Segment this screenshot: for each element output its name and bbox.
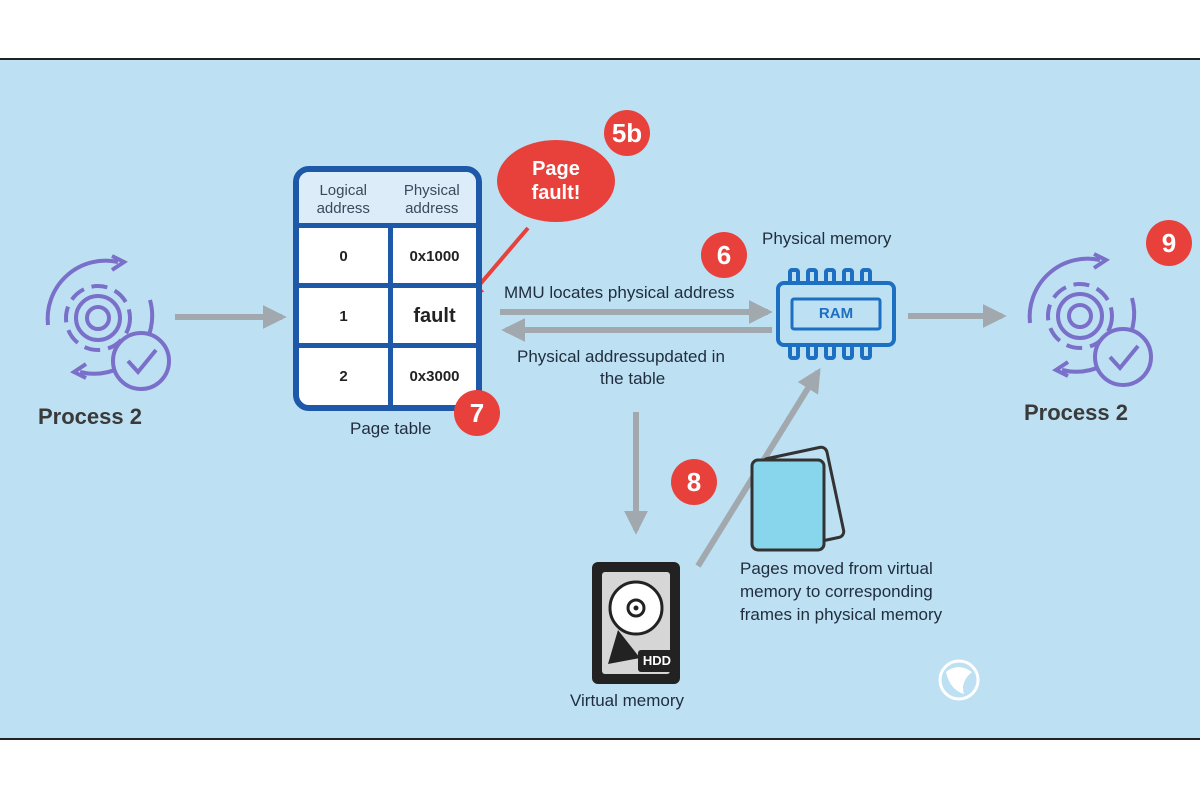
table-row: 2 0x3000 bbox=[299, 348, 476, 405]
header-physical-address: Physical address bbox=[403, 182, 460, 217]
page-fault-bubble: Page fault! bbox=[497, 140, 615, 222]
process-gear-icon-right bbox=[1027, 252, 1153, 387]
pages-moved-line1: Pages moved from virtual bbox=[740, 559, 933, 578]
step-badge-5b: 5b bbox=[604, 110, 650, 156]
physical-memory-label: Physical memory bbox=[762, 229, 892, 248]
address-updated-label-line1: Physical addressupdated in bbox=[517, 347, 725, 366]
process-label-left: Process 2 bbox=[38, 404, 142, 429]
page-table: Logical address Physical address 0 0x100… bbox=[293, 166, 482, 411]
page-table-divider bbox=[388, 228, 393, 405]
step-badge-6: 6 bbox=[701, 232, 747, 278]
hdd-icon bbox=[592, 562, 680, 684]
pages-moved-line2: memory to corresponding bbox=[740, 582, 933, 601]
step-badge-8: 8 bbox=[671, 459, 717, 505]
phoenixnap-logo-icon bbox=[938, 659, 980, 701]
virtual-memory-label: Virtual memory bbox=[570, 691, 684, 710]
process-label-right: Process 2 bbox=[1024, 400, 1128, 425]
pages-moved-line3: frames in physical memory bbox=[740, 605, 943, 624]
header-logical-address: Logical address bbox=[316, 182, 370, 217]
ram-chip-icon bbox=[776, 268, 896, 360]
logical-cell: 0 bbox=[339, 247, 348, 265]
mmu-locates-label: MMU locates physical address bbox=[504, 283, 735, 302]
address-updated-label-line2: the table bbox=[600, 369, 666, 388]
step-badge-9: 9 bbox=[1146, 220, 1192, 266]
page-table-header: Logical address Physical address bbox=[299, 172, 476, 228]
table-row: 1 fault bbox=[299, 288, 476, 348]
page-table-caption: Page table bbox=[350, 419, 432, 438]
logical-cell: 2 bbox=[339, 367, 348, 385]
pages-stack-icon bbox=[750, 445, 846, 552]
logical-cell: 1 bbox=[339, 307, 348, 325]
hdd-text: HDD bbox=[642, 653, 672, 668]
physical-cell: 0x3000 bbox=[409, 367, 460, 385]
ram-chip-text: RAM bbox=[818, 305, 854, 322]
process-gear-icon-left bbox=[45, 254, 171, 391]
step-badge-7: 7 bbox=[454, 390, 500, 436]
page-fault-text: Page fault! bbox=[531, 158, 581, 204]
physical-cell: 0x1000 bbox=[409, 247, 460, 265]
table-row: 0 0x1000 bbox=[299, 228, 476, 288]
physical-cell-fault: fault bbox=[413, 304, 456, 327]
